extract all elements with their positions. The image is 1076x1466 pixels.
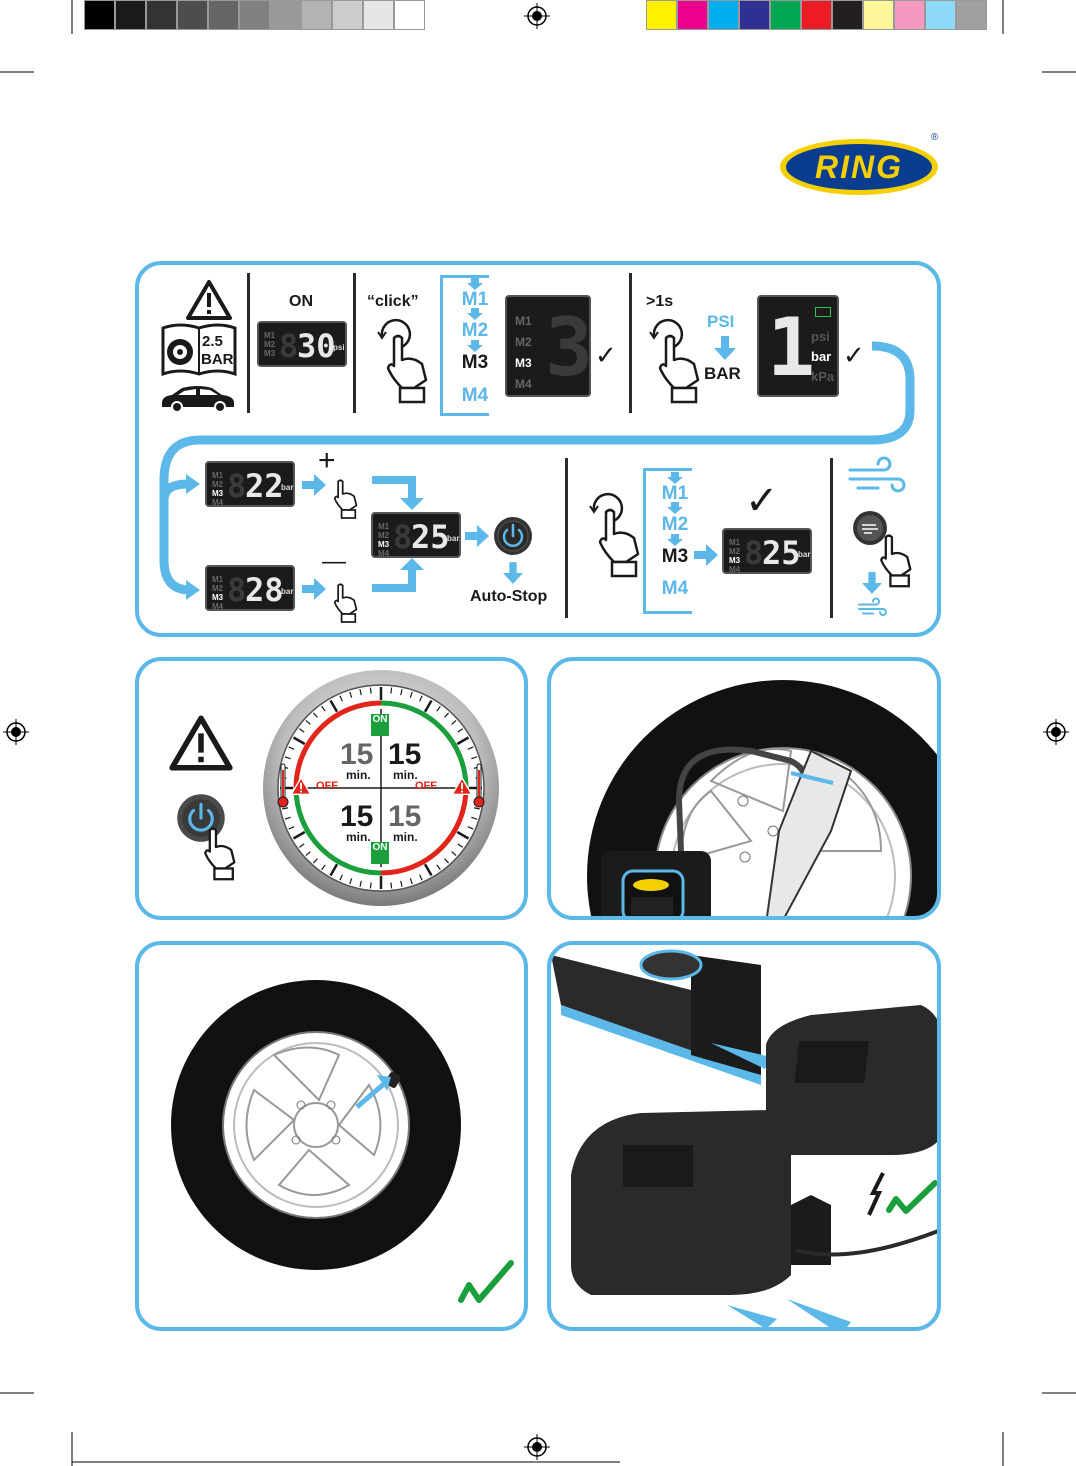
air-flow-small-icon bbox=[858, 600, 888, 618]
arrow-down-icon bbox=[667, 502, 683, 514]
minutes-bl: 15 bbox=[340, 800, 373, 834]
bag-and-charging-illustration bbox=[551, 945, 941, 1331]
divider bbox=[565, 458, 568, 618]
press-button-hand-icon bbox=[588, 492, 648, 576]
display-target-unit: bar bbox=[447, 534, 459, 543]
display-high-value: 22 bbox=[245, 467, 284, 505]
valve-cap-panel bbox=[135, 941, 528, 1331]
result-display-unit: bar bbox=[798, 550, 810, 559]
power-button-icon[interactable] bbox=[493, 516, 533, 556]
result-display-value: 25 bbox=[762, 534, 801, 572]
off-label-left: OFF bbox=[316, 780, 338, 792]
display-high-unit: bar bbox=[281, 483, 293, 492]
press-minus-hand-icon bbox=[322, 574, 368, 622]
thermometer-icon bbox=[278, 764, 288, 808]
min-label: min. bbox=[393, 768, 418, 782]
minutes-tr: 15 bbox=[388, 738, 421, 772]
clock-tick bbox=[370, 882, 371, 888]
divider bbox=[830, 458, 833, 618]
display-low-value: 28 bbox=[245, 571, 284, 609]
press-hand-icon bbox=[196, 812, 242, 882]
connect-hose-panel bbox=[547, 657, 941, 920]
overheat-warning-icon bbox=[451, 776, 473, 796]
minus-sign: — bbox=[322, 548, 346, 576]
overheat-warning-icon bbox=[290, 776, 312, 796]
arrow-right-icon bbox=[465, 525, 489, 547]
arrow-down-icon bbox=[667, 472, 683, 484]
on-badge-top: ON bbox=[371, 714, 389, 736]
auto-stop-label: Auto-Stop bbox=[470, 588, 547, 606]
arrow-down-icon bbox=[503, 562, 523, 584]
air-flow-icon bbox=[848, 462, 908, 496]
elbow-arrow-down-icon bbox=[372, 476, 428, 510]
off-label-right: OFF bbox=[415, 780, 437, 792]
clock-tick bbox=[370, 688, 371, 694]
display-target: M1M2M3M4 8 25 bar bbox=[371, 512, 461, 558]
press-plus-hand-icon bbox=[322, 470, 368, 518]
minutes-br: 15 bbox=[388, 800, 421, 834]
mode2-m3: M3 bbox=[655, 542, 695, 572]
tyre-with-hose-illustration bbox=[551, 661, 941, 920]
min-label: min. bbox=[346, 768, 371, 782]
minutes-tl: 15 bbox=[340, 738, 373, 772]
warning-icon bbox=[168, 713, 234, 773]
tyre-valve-illustration bbox=[139, 945, 528, 1331]
arrow-down-icon bbox=[862, 572, 882, 594]
min-label: min. bbox=[393, 830, 418, 844]
on-badge-bottom: ON bbox=[371, 842, 389, 864]
arrow-right-icon bbox=[694, 544, 718, 566]
elbow-arrow-up-icon bbox=[372, 558, 428, 592]
checkmark-icon: ✓ bbox=[745, 478, 779, 524]
display-target-value: 25 bbox=[411, 518, 450, 556]
thermometer-icon bbox=[474, 764, 484, 808]
min-label: min. bbox=[346, 830, 371, 844]
display-low-unit: bar bbox=[281, 587, 293, 596]
arrow-down-icon bbox=[667, 534, 683, 546]
clock-tick bbox=[391, 882, 392, 888]
mode2-m4: M4 bbox=[655, 574, 695, 604]
storage-charging-panel bbox=[547, 941, 941, 1331]
clock-tick bbox=[391, 688, 392, 694]
